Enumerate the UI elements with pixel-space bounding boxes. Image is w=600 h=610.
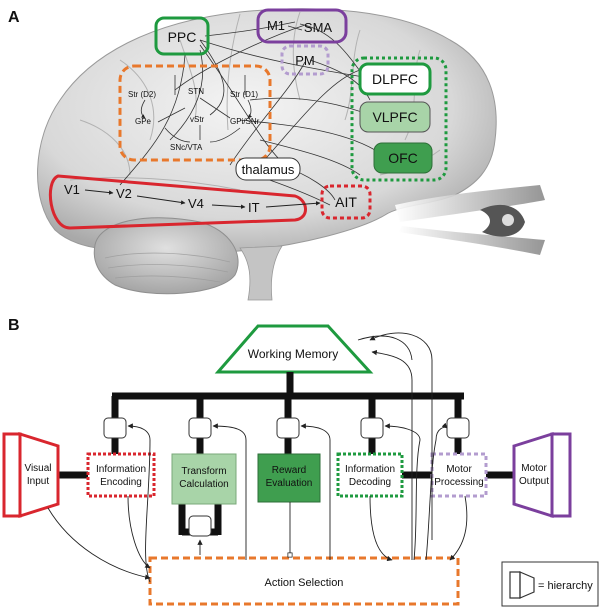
region-dlpfc: DLPFC xyxy=(358,62,432,96)
visual-input-label-line1: Visual xyxy=(24,463,51,474)
information-decoding-node: Information Decoding xyxy=(336,452,404,498)
transform-calculation-node: Transform Calculation xyxy=(171,453,237,505)
thalamus-label: thalamus xyxy=(242,162,295,177)
gpi-snr-label: GPi/SNr xyxy=(230,117,260,126)
region-m1-sma: M1 SMA xyxy=(256,8,348,44)
legend-label: = hierarchy xyxy=(538,580,593,592)
reward-evaluation-line1: Reward xyxy=(272,465,306,476)
region-ofc: OFC xyxy=(373,142,433,174)
motor-processing-line1: Motor xyxy=(446,464,472,475)
motor-output-node: Motor Output xyxy=(512,431,572,519)
information-encoding-line2: Encoding xyxy=(100,477,142,488)
gate-box-decoding xyxy=(360,417,384,439)
gate-box-motor xyxy=(446,417,470,439)
str-d1-label: Str (D1) xyxy=(230,90,258,99)
vlpfc-label: VLPFC xyxy=(372,109,417,125)
gate-box-encoding xyxy=(103,417,127,439)
region-ppc: PPC xyxy=(154,16,210,56)
motor-output-line2: Output xyxy=(519,476,549,487)
panel-a: A xyxy=(8,8,545,301)
basal-ganglia-box: Str (D2) Str (D1) STN GPe GPi/SNr vStr S… xyxy=(118,64,272,162)
m1-label: M1 xyxy=(267,18,285,33)
visual-input-node: Visual Input xyxy=(2,431,60,519)
working-memory-label: Working Memory xyxy=(248,347,338,361)
information-encoding-line1: Information xyxy=(96,464,146,475)
information-decoding-line2: Decoding xyxy=(349,477,391,488)
reward-evaluation-line2: Evaluation xyxy=(266,478,313,489)
visual-stream: V1 V2 V4 IT xyxy=(48,174,321,230)
gate-box-reward xyxy=(276,417,300,439)
region-thalamus: thalamus xyxy=(235,157,301,181)
v2-label: V2 xyxy=(116,186,132,201)
ait-label: AIT xyxy=(335,194,357,210)
action-selection-node: Action Selection xyxy=(148,556,460,606)
v1-label: V1 xyxy=(64,182,80,197)
motor-processing-line2: Processing xyxy=(434,477,483,488)
dlpfc-label: DLPFC xyxy=(372,71,418,87)
motor-processing-node: Motor Processing xyxy=(430,452,488,498)
gate-box-transform xyxy=(188,417,212,439)
transform-calculation-line2: Calculation xyxy=(179,479,228,490)
brain-illustration xyxy=(37,8,545,301)
bus-lines xyxy=(58,372,514,536)
prefrontal-group-box xyxy=(350,56,448,182)
snc-vta-label: SNc/VTA xyxy=(170,143,203,152)
panel-b-arrows xyxy=(47,332,468,583)
str-d2-label: Str (D2) xyxy=(128,90,156,99)
stn-label: STN xyxy=(188,87,204,96)
it-label: IT xyxy=(248,200,260,215)
hierarchy-legend: = hierarchy xyxy=(501,561,599,607)
ppc-label: PPC xyxy=(168,29,197,45)
gpe-label: GPe xyxy=(135,117,152,126)
region-vlpfc: VLPFC xyxy=(359,101,431,133)
information-decoding-line1: Information xyxy=(345,464,395,475)
motor-output-line1: Motor xyxy=(521,463,547,474)
gate-boxes xyxy=(103,417,470,537)
pm-label: PM xyxy=(295,53,315,68)
vstr-label: vStr xyxy=(190,115,205,124)
region-ait: AIT xyxy=(320,184,372,220)
transform-calculation-line1: Transform xyxy=(181,466,226,477)
panel-a-label: A xyxy=(8,9,20,26)
action-selection-label: Action Selection xyxy=(265,577,344,589)
sma-label: SMA xyxy=(304,20,333,35)
region-pm: PM xyxy=(280,44,330,76)
visual-input-label-line2: Input xyxy=(27,476,49,487)
panel-b: B Working Memory xyxy=(2,317,599,607)
information-encoding-node: Information Encoding xyxy=(86,452,156,498)
panel-b-label: B xyxy=(8,317,20,334)
working-memory-node: Working Memory xyxy=(214,324,374,374)
reward-evaluation-node: Reward Evaluation xyxy=(257,453,321,503)
v4-label: V4 xyxy=(188,196,204,211)
gate-box-transform-loop xyxy=(188,515,212,537)
ofc-label: OFC xyxy=(388,150,418,166)
